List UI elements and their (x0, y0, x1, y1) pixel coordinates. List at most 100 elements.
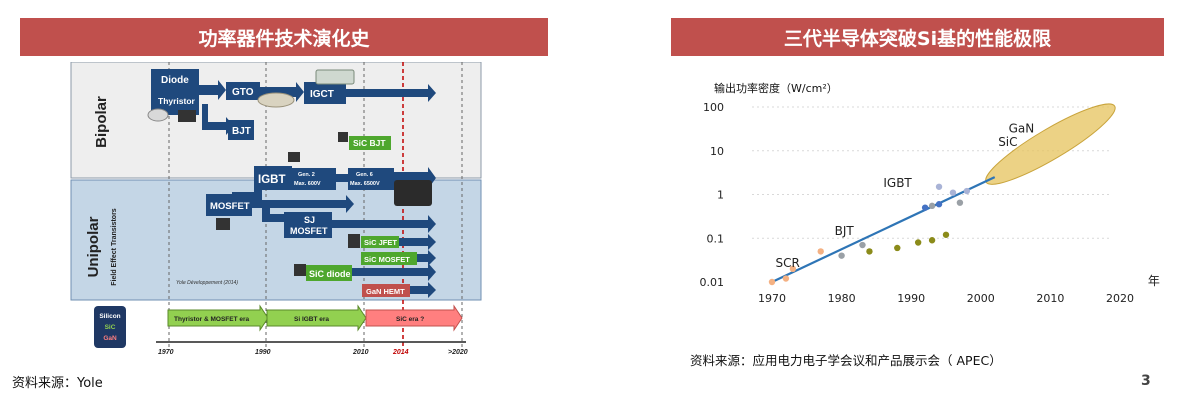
sic-bjt-box (349, 136, 391, 150)
data-point (789, 265, 797, 273)
sj-mosfet-label: MOSFET (290, 226, 328, 236)
y-tick-label: 1 (717, 189, 724, 202)
annotation-gan: GaN (1009, 122, 1035, 136)
igbt-device-image (288, 152, 300, 162)
bipolar-band (70, 62, 482, 179)
sj-label: SJ (304, 215, 315, 225)
data-point (935, 183, 943, 190)
sic-jfet-device-image (348, 234, 360, 248)
data-point (921, 204, 929, 211)
y-tick-label: 10 (710, 145, 724, 158)
era-si-igbt-label: Si IGBT era (294, 316, 329, 323)
materials-box (94, 306, 126, 348)
gen6-label: Gen. 6 (356, 172, 373, 178)
thyristor-label: Thyristor (158, 96, 196, 106)
gan-hemt-arrow (410, 282, 436, 298)
material-gan: GaN (103, 335, 117, 342)
gan-hemt-box (362, 284, 410, 297)
data-point (928, 202, 936, 210)
y-tick-label: 100 (703, 101, 724, 114)
gen6-voltage: Max. 6500V (350, 181, 380, 187)
gto-device-image (257, 92, 295, 108)
sj-branch (262, 208, 284, 222)
x-tick-label: 2020 (1106, 292, 1134, 305)
year-2014: 2014 (392, 349, 409, 356)
y-tick-label: 0.1 (707, 232, 725, 245)
igct-box (304, 82, 346, 104)
right-source: 资料来源：应用电力电子学会议和产品展示会（ APEC） (690, 353, 1002, 368)
bjt-arrow (202, 104, 234, 135)
year-2010: 2010 (352, 349, 369, 356)
gen-connector (336, 174, 348, 182)
x-tick-label: 2000 (967, 292, 995, 305)
era-sic (365, 304, 463, 332)
igbt-box (254, 166, 292, 190)
x-tick-label: 1980 (828, 292, 856, 305)
x-tick-label: 1970 (758, 292, 786, 305)
annotation-igbt: IGBT (883, 176, 912, 190)
data-point (963, 187, 971, 195)
material-sic: SiC (105, 324, 116, 331)
sic-mosfet-arrow (417, 250, 436, 266)
mosfet-device-image (216, 218, 230, 230)
diode-device-image (147, 108, 169, 122)
era-thyristor-mosfet (167, 304, 269, 332)
x-tick-label: 1990 (897, 292, 925, 305)
year-2020: >2020 (448, 349, 468, 356)
sj-arrow (332, 215, 436, 233)
diode-label: Diode (161, 75, 189, 86)
credit-text: Yole Développement (2014) (176, 280, 238, 286)
unipolar-label: Unipolar (85, 216, 102, 277)
gen2-label: Gen. 2 (298, 172, 315, 178)
left-title: 功率器件技术演化史 (20, 18, 548, 56)
material-silicon: Silicon (99, 313, 120, 320)
era-thyristor-mosfet-label: Thyristor & MOSFET era (174, 316, 250, 323)
igct-label: IGCT (310, 89, 334, 100)
sic-diode-device-image (294, 264, 306, 276)
mosfet-arrow (252, 195, 354, 213)
era-sic-label: SiC era ? (396, 316, 424, 323)
year-1970: 1970 (158, 349, 174, 356)
data-points (768, 183, 971, 286)
unipolar-sublabel: Field Effect Transistors (111, 208, 118, 286)
bjt-label: BJT (232, 126, 251, 137)
y-tick-label: 0.01 (700, 276, 725, 289)
sic-mosfet-box (361, 252, 417, 265)
data-point (894, 244, 901, 252)
x-tick-label: 2010 (1036, 292, 1064, 305)
sic-diode-label: SiC diode (309, 269, 351, 279)
diode-arrow (199, 80, 226, 100)
bipolar-label: Bipolar (93, 96, 110, 148)
annotation-scr: SCR (775, 256, 799, 270)
data-point (935, 201, 943, 208)
year-1990: 1990 (255, 349, 271, 356)
sj-mosfet-box (284, 212, 332, 238)
data-point (768, 278, 776, 286)
sic-diode-box (306, 265, 352, 281)
thyristor-device-image (178, 110, 196, 122)
gto-box (226, 82, 260, 100)
sic-mosfet-label: SiC MOSFET (364, 255, 410, 264)
sic-jfet-arrow (399, 234, 436, 250)
sic-bjt-label: SiC BJT (353, 138, 386, 148)
gto-label: GTO (232, 87, 254, 98)
gen2-voltage: Max. 600V (294, 181, 321, 187)
data-point (956, 199, 964, 206)
sic-bjt-device-image (338, 132, 348, 142)
mosfet-box (206, 194, 252, 216)
data-point (866, 248, 873, 255)
igbt-module-image (394, 180, 432, 206)
right-title: 三代半导体突破Si基的性能极限 (671, 18, 1164, 56)
data-point (942, 231, 950, 238)
igct-device-image (315, 69, 355, 85)
gen6-box (348, 168, 394, 190)
mosfet-label: MOSFET (210, 201, 250, 212)
sic-jfet-label: SiC JFET (364, 238, 397, 247)
data-point (782, 275, 790, 282)
page-number: 3 (1141, 373, 1151, 389)
gen2-box (292, 168, 336, 190)
era-si-igbt (266, 304, 367, 332)
data-point (928, 237, 936, 244)
left-source: 资料来源：Yole (12, 376, 103, 391)
